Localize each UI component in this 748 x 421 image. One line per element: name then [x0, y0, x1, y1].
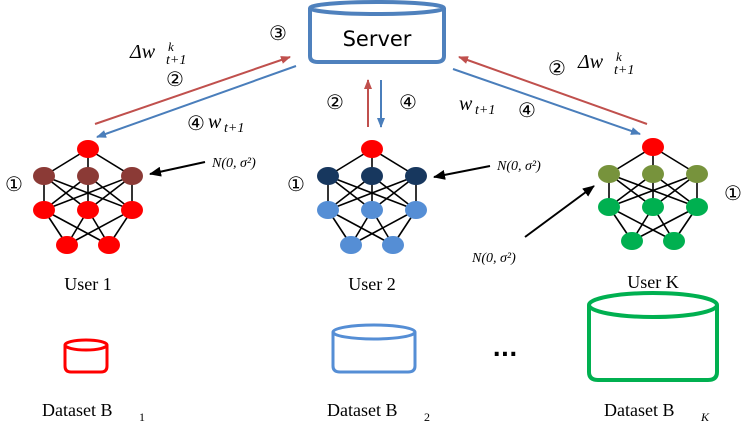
svg-text:1: 1 [139, 410, 145, 421]
network-node [382, 236, 404, 254]
download-arrow-user1 [96, 65, 297, 138]
network-edge [608, 173, 698, 208]
step-2-label-userk: ② [548, 58, 566, 80]
dataset-1-cylinder [63, 338, 109, 374]
noise-arrow-user2 [433, 165, 491, 180]
network-node [77, 201, 99, 219]
network-node [361, 167, 383, 185]
svg-text:Δw: Δw [129, 41, 156, 63]
network-node [77, 167, 99, 185]
network-node [98, 236, 120, 254]
svg-text:t+1: t+1 [166, 53, 186, 68]
step-2-label-user2: ② [326, 92, 344, 114]
network-node [340, 236, 362, 254]
network-node [598, 198, 620, 216]
network-edge [66, 209, 133, 246]
delta-w-label-userk: Δw k t+1 [577, 49, 634, 78]
network-edge [631, 206, 698, 242]
step-4-label-userk: ④ [518, 100, 536, 122]
server-label: Server [343, 27, 412, 51]
dataset-k-label: Dataset B K [604, 400, 710, 421]
network-node [121, 167, 143, 185]
network-node [77, 140, 99, 158]
network-edge [608, 206, 675, 242]
network-node [598, 165, 620, 183]
server-cylinder: Server [308, 0, 446, 64]
network-node [642, 198, 664, 216]
network-edge [350, 209, 417, 246]
network-node [686, 165, 708, 183]
noise-label-user1: N(0, σ²) [211, 156, 256, 171]
network-node [686, 198, 708, 216]
user-k-label: User K [627, 272, 679, 292]
step-4-label-user1: ④ [187, 113, 205, 135]
delta-w-label-user1: Δw k t+1 [129, 39, 186, 68]
network-node [121, 201, 143, 219]
w-label-user1: w t+1 [208, 111, 244, 136]
network-node [317, 201, 339, 219]
network-node [405, 201, 427, 219]
w-label-userk: w t+1 [459, 93, 495, 118]
step-3-label: ③ [269, 23, 287, 45]
step-4-label-user2: ④ [399, 92, 417, 114]
noise-arrow-userk [524, 185, 595, 238]
upload-arrow-userk [458, 56, 648, 125]
step-1-label-userk: ① [724, 183, 742, 205]
upload-arrow-user1 [94, 56, 291, 125]
dataset-1-label: Dataset B 1 [42, 400, 145, 421]
neural-network-user2 [317, 140, 427, 254]
svg-text:t+1: t+1 [475, 103, 495, 118]
svg-text:2: 2 [424, 410, 430, 421]
svg-text:K: K [700, 410, 710, 421]
svg-text:Δw: Δw [577, 51, 604, 73]
network-edge [327, 175, 417, 211]
dataset-k-cylinder [587, 291, 719, 382]
network-node [33, 167, 55, 185]
user-1-label: User 1 [64, 274, 112, 294]
download-arrow-userk [452, 68, 641, 135]
network-node [317, 167, 339, 185]
network-edge [43, 175, 133, 211]
noise-label-userk: N(0, σ²) [471, 251, 516, 266]
network-node [642, 138, 664, 156]
network-node [642, 165, 664, 183]
network-edge [43, 209, 110, 246]
user-2-label: User 2 [348, 274, 396, 294]
network-node [33, 201, 55, 219]
svg-text:k: k [616, 49, 622, 64]
network-node [405, 167, 427, 185]
dataset-2-cylinder [331, 323, 417, 374]
step-1-label-user1: ① [5, 174, 23, 196]
neural-network-userk [598, 138, 708, 250]
network-node [361, 201, 383, 219]
dataset-2-label: Dataset B 2 [327, 400, 430, 421]
network-edge [327, 209, 394, 246]
svg-text:w: w [208, 111, 222, 133]
svg-text:k: k [168, 39, 174, 54]
step-1-label-user2: ① [287, 174, 305, 196]
noise-arrow-user1 [149, 161, 206, 177]
svg-text:t+1: t+1 [224, 121, 244, 136]
svg-text:Dataset B: Dataset B [327, 400, 397, 420]
svg-text:t+1: t+1 [614, 63, 634, 78]
network-node [621, 232, 643, 250]
noise-label-user2: N(0, σ²) [496, 159, 541, 174]
ellipsis: ... [492, 337, 517, 362]
svg-text:w: w [459, 93, 473, 115]
svg-text:Dataset B: Dataset B [604, 400, 674, 420]
network-node [56, 236, 78, 254]
network-node [663, 232, 685, 250]
svg-text:Dataset B: Dataset B [42, 400, 112, 420]
neural-network-user1 [33, 140, 143, 254]
network-node [361, 140, 383, 158]
step-2-label-user1: ② [166, 69, 184, 91]
